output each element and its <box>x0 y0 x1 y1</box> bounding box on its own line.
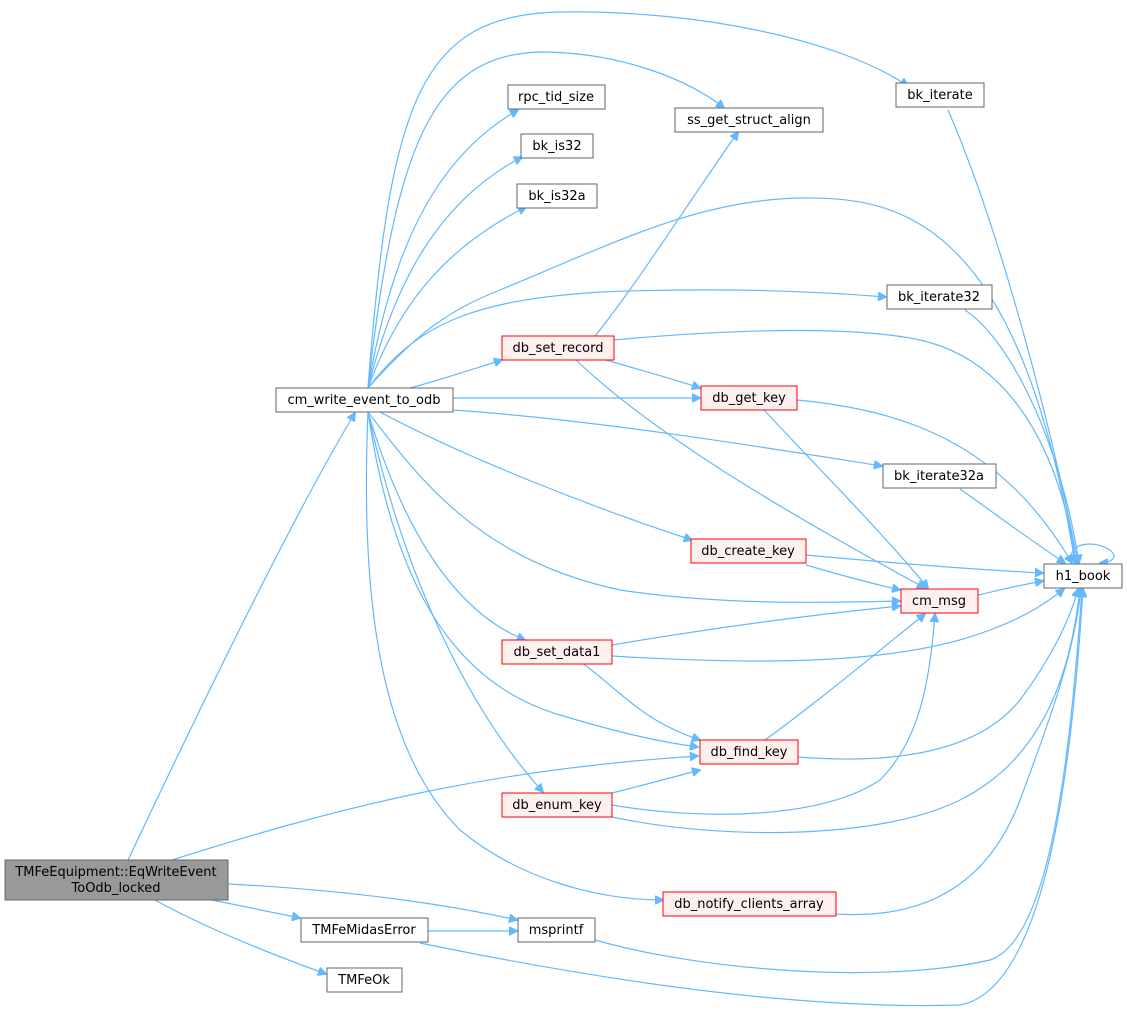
node-bk-iterate32a[interactable]: bk_iterate32a <box>882 463 997 489</box>
edge-db-create-key-to-cm-msg <box>805 564 900 590</box>
nodes: TMFeEquipment::EqWriteEvent ToOdb_locked… <box>4 82 1123 993</box>
edge-db-find-key-to-cm-msg <box>764 614 925 741</box>
node-h1-book-label: h1_book <box>1056 569 1111 584</box>
edge-cmw-to-bk-is32 <box>367 157 522 389</box>
edge-root-to-cm-write-event <box>127 413 355 861</box>
node-cm-write-event-to-odb[interactable]: cm_write_event_to_odb <box>275 387 454 413</box>
edge-db-get-key-to-cm-msg <box>763 409 928 588</box>
edge-tmfemidaserror-to-h1-book <box>419 589 1083 1007</box>
node-bk-iterate32-label: bk_iterate32 <box>898 290 980 305</box>
node-db-find-key-label: db_find_key <box>711 745 788 760</box>
edges <box>127 11 1115 1007</box>
edge-cmw-to-bk-iterate32a <box>452 409 882 466</box>
edge-db-enum-key-to-cm-msg <box>611 614 935 815</box>
node-bk-is32a[interactable]: bk_is32a <box>516 183 598 209</box>
edge-db-enum-key-to-db-find-key <box>611 770 700 794</box>
node-db-get-key-label: db_get_key <box>712 391 786 406</box>
edge-msprintf-to-h1-book <box>594 589 1082 974</box>
edge-bk-iterate32a-to-h1-book <box>959 488 1065 563</box>
node-cm-write-event-to-odb-label: cm_write_event_to_odb <box>287 393 440 408</box>
node-ss-get-struct-align[interactable]: ss_get_struct_align <box>674 107 824 133</box>
edge-db-get-key-to-h1-book <box>796 399 1072 563</box>
edge-cmw-to-bk-iterate32 <box>367 289 886 389</box>
edge-db-set-record-to-cm-msg <box>575 359 925 588</box>
edge-db-enum-key-to-h1-book <box>611 589 1080 834</box>
node-msprintf-label: msprintf <box>529 923 584 938</box>
edge-root-to-tmfeok <box>154 899 326 974</box>
node-rpc-tid-size[interactable]: rpc_tid_size <box>507 84 606 110</box>
edge-h1-book-self-loop <box>1070 543 1115 563</box>
edge-cmw-to-ss-get-struct-align <box>367 51 724 389</box>
node-msprintf[interactable]: msprintf <box>517 917 596 943</box>
edge-cmw-to-rpc-tid-size <box>367 110 518 389</box>
edge-db-set-record-to-db-get-key <box>605 359 700 388</box>
node-db-enum-key-label: db_enum_key <box>512 798 602 813</box>
node-root[interactable]: TMFeEquipment::EqWriteEvent ToOdb_locked <box>4 859 229 901</box>
node-bk-iterate-label: bk_iterate <box>907 88 972 103</box>
node-db-notify-clients-array[interactable]: db_notify_clients_array <box>662 891 837 917</box>
node-ss-get-struct-align-label: ss_get_struct_align <box>687 113 811 128</box>
edge-db-find-key-to-h1-book <box>797 589 1078 760</box>
node-cm-msg-label: cm_msg <box>912 594 966 609</box>
edge-cmw-to-bk-is32a <box>367 207 526 389</box>
node-rpc-tid-size-label: rpc_tid_size <box>518 90 594 105</box>
edge-db-set-record-to-ss-get-struct-align <box>594 132 738 337</box>
edge-root-to-tmfemidaserror <box>211 899 300 918</box>
node-h1-book[interactable]: h1_book <box>1043 563 1123 589</box>
node-bk-is32[interactable]: bk_is32 <box>520 133 594 159</box>
node-bk-iterate[interactable]: bk_iterate <box>895 82 985 108</box>
edge-db-set-data1-to-db-find-key <box>581 662 700 740</box>
edge-cmw-to-db-find-key <box>367 411 698 747</box>
edge-db-create-key-to-h1-book <box>805 554 1043 573</box>
edge-bk-iterate-to-h1-book <box>947 109 1078 563</box>
node-db-create-key[interactable]: db_create_key <box>690 538 807 564</box>
node-tmfeok[interactable]: TMFeOk <box>326 967 403 993</box>
edge-cmw-to-h1-book-top <box>367 197 1075 563</box>
edge-cm-msg-to-h1-book <box>977 581 1043 596</box>
node-db-find-key[interactable]: db_find_key <box>699 739 799 765</box>
edge-db-set-data1-to-cm-msg <box>611 606 900 646</box>
edge-root-to-db-find-key <box>171 756 698 861</box>
node-db-enum-key[interactable]: db_enum_key <box>501 792 613 818</box>
edge-bk-iterate32-to-h1-book <box>964 309 1079 563</box>
node-bk-is32-label: bk_is32 <box>532 139 581 154</box>
edge-db-set-data1-to-h1-book <box>611 589 1064 662</box>
edge-cmw-to-db-set-record <box>409 360 502 389</box>
node-db-set-record[interactable]: db_set_record <box>501 335 615 361</box>
edge-cmw-to-cm-msg <box>367 411 900 602</box>
node-db-create-key-label: db_create_key <box>701 544 795 559</box>
edge-root-to-msprintf <box>227 883 517 920</box>
edge-cmw-to-db-notify <box>365 411 663 900</box>
node-db-set-data1-label: db_set_data1 <box>514 645 601 660</box>
node-root-label-1: TMFeEquipment::EqWriteEvent <box>14 865 216 880</box>
node-cm-msg[interactable]: cm_msg <box>900 588 979 614</box>
edge-cmw-to-db-set-data1 <box>367 411 525 640</box>
node-root-label-2: ToOdb_locked <box>71 881 161 896</box>
node-bk-iterate32[interactable]: bk_iterate32 <box>886 284 993 310</box>
node-tmfemidaserror-label: TMFeMidasError <box>311 923 416 938</box>
node-bk-iterate32a-label: bk_iterate32a <box>894 469 984 484</box>
node-tmfeok-label: TMFeOk <box>337 973 390 988</box>
node-bk-is32a-label: bk_is32a <box>528 189 585 204</box>
node-db-set-record-label: db_set_record <box>513 341 604 356</box>
node-db-get-key[interactable]: db_get_key <box>700 385 798 411</box>
edge-db-notify-to-h1-book <box>835 589 1081 916</box>
node-db-set-data1[interactable]: db_set_data1 <box>501 639 613 665</box>
edge-cmw-to-db-create-key <box>379 411 692 540</box>
node-db-notify-clients-array-label: db_notify_clients_array <box>674 897 824 912</box>
node-tmfemidaserror[interactable]: TMFeMidasError <box>300 917 429 943</box>
edge-cmw-to-bk-iterate <box>367 11 908 389</box>
edge-cmw-to-db-enum-key <box>367 411 543 792</box>
edge-db-set-record-to-h1-book <box>613 329 1076 563</box>
